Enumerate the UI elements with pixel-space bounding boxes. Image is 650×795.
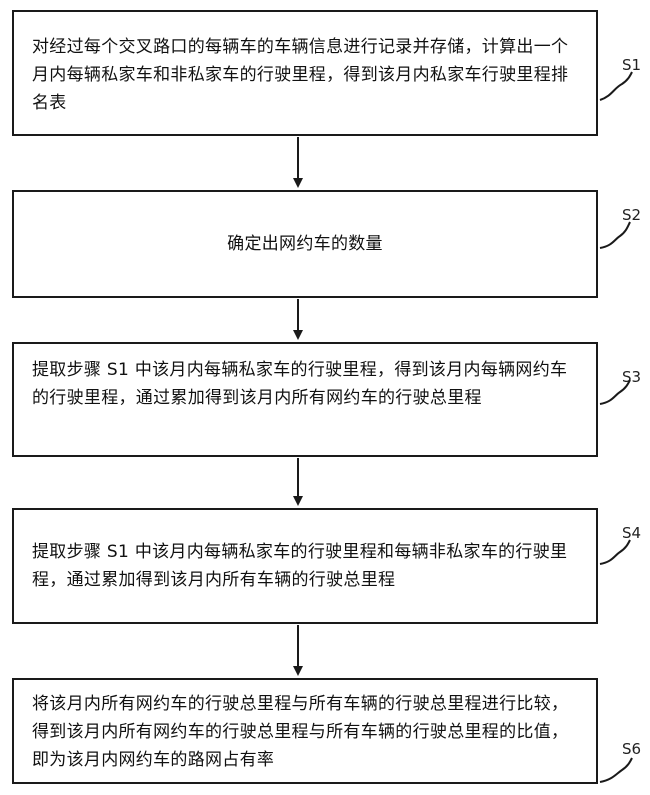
step-box-s3: 提取步骤 S1 中该月内每辆私家车的行驶里程，得到该月内每辆网约车的行驶里程，通… (12, 342, 598, 457)
leader-curve-s6 (599, 757, 633, 783)
step-box-s2: 确定出网约车的数量 (12, 190, 598, 298)
leader-curve-s2 (599, 221, 631, 249)
step-text-s1: 对经过每个交叉路口的每辆车的车辆信息进行记录并存储，计算出一个月内每辆私家车和非… (32, 37, 569, 113)
step-box-s4: 提取步骤 S1 中该月内每辆私家车的行驶里程和每辆非私家车的行驶里程，通过累加得… (12, 508, 598, 624)
step-label-s3: S3 (622, 368, 642, 386)
step-box-s1: 对经过每个交叉路口的每辆车的车辆信息进行记录并存储，计算出一个月内每辆私家车和非… (12, 10, 598, 136)
step-text-s2: 确定出网约车的数量 (227, 234, 383, 254)
leader-curve-s4 (599, 539, 631, 565)
step-text-s5: 将该月内所有网约车的行驶总里程与所有车辆的行驶总里程进行比较，得到该月内所有网约… (32, 694, 569, 770)
leader-curve-s1 (599, 71, 633, 101)
step-label-s2: S2 (622, 206, 642, 224)
step-text-s3: 提取步骤 S1 中该月内每辆私家车的行驶里程，得到该月内每辆网约车的行驶里程，通… (32, 360, 568, 408)
step-box-s5: 将该月内所有网约车的行驶总里程与所有车辆的行驶总里程进行比较，得到该月内所有网约… (12, 678, 598, 784)
step-label-s4: S4 (622, 524, 642, 542)
step-label-s1: S1 (622, 56, 642, 74)
step-label-s6: S6 (622, 740, 642, 758)
step-text-s4: 提取步骤 S1 中该月内每辆私家车的行驶里程和每辆非私家车的行驶里程，通过累加得… (32, 542, 568, 590)
